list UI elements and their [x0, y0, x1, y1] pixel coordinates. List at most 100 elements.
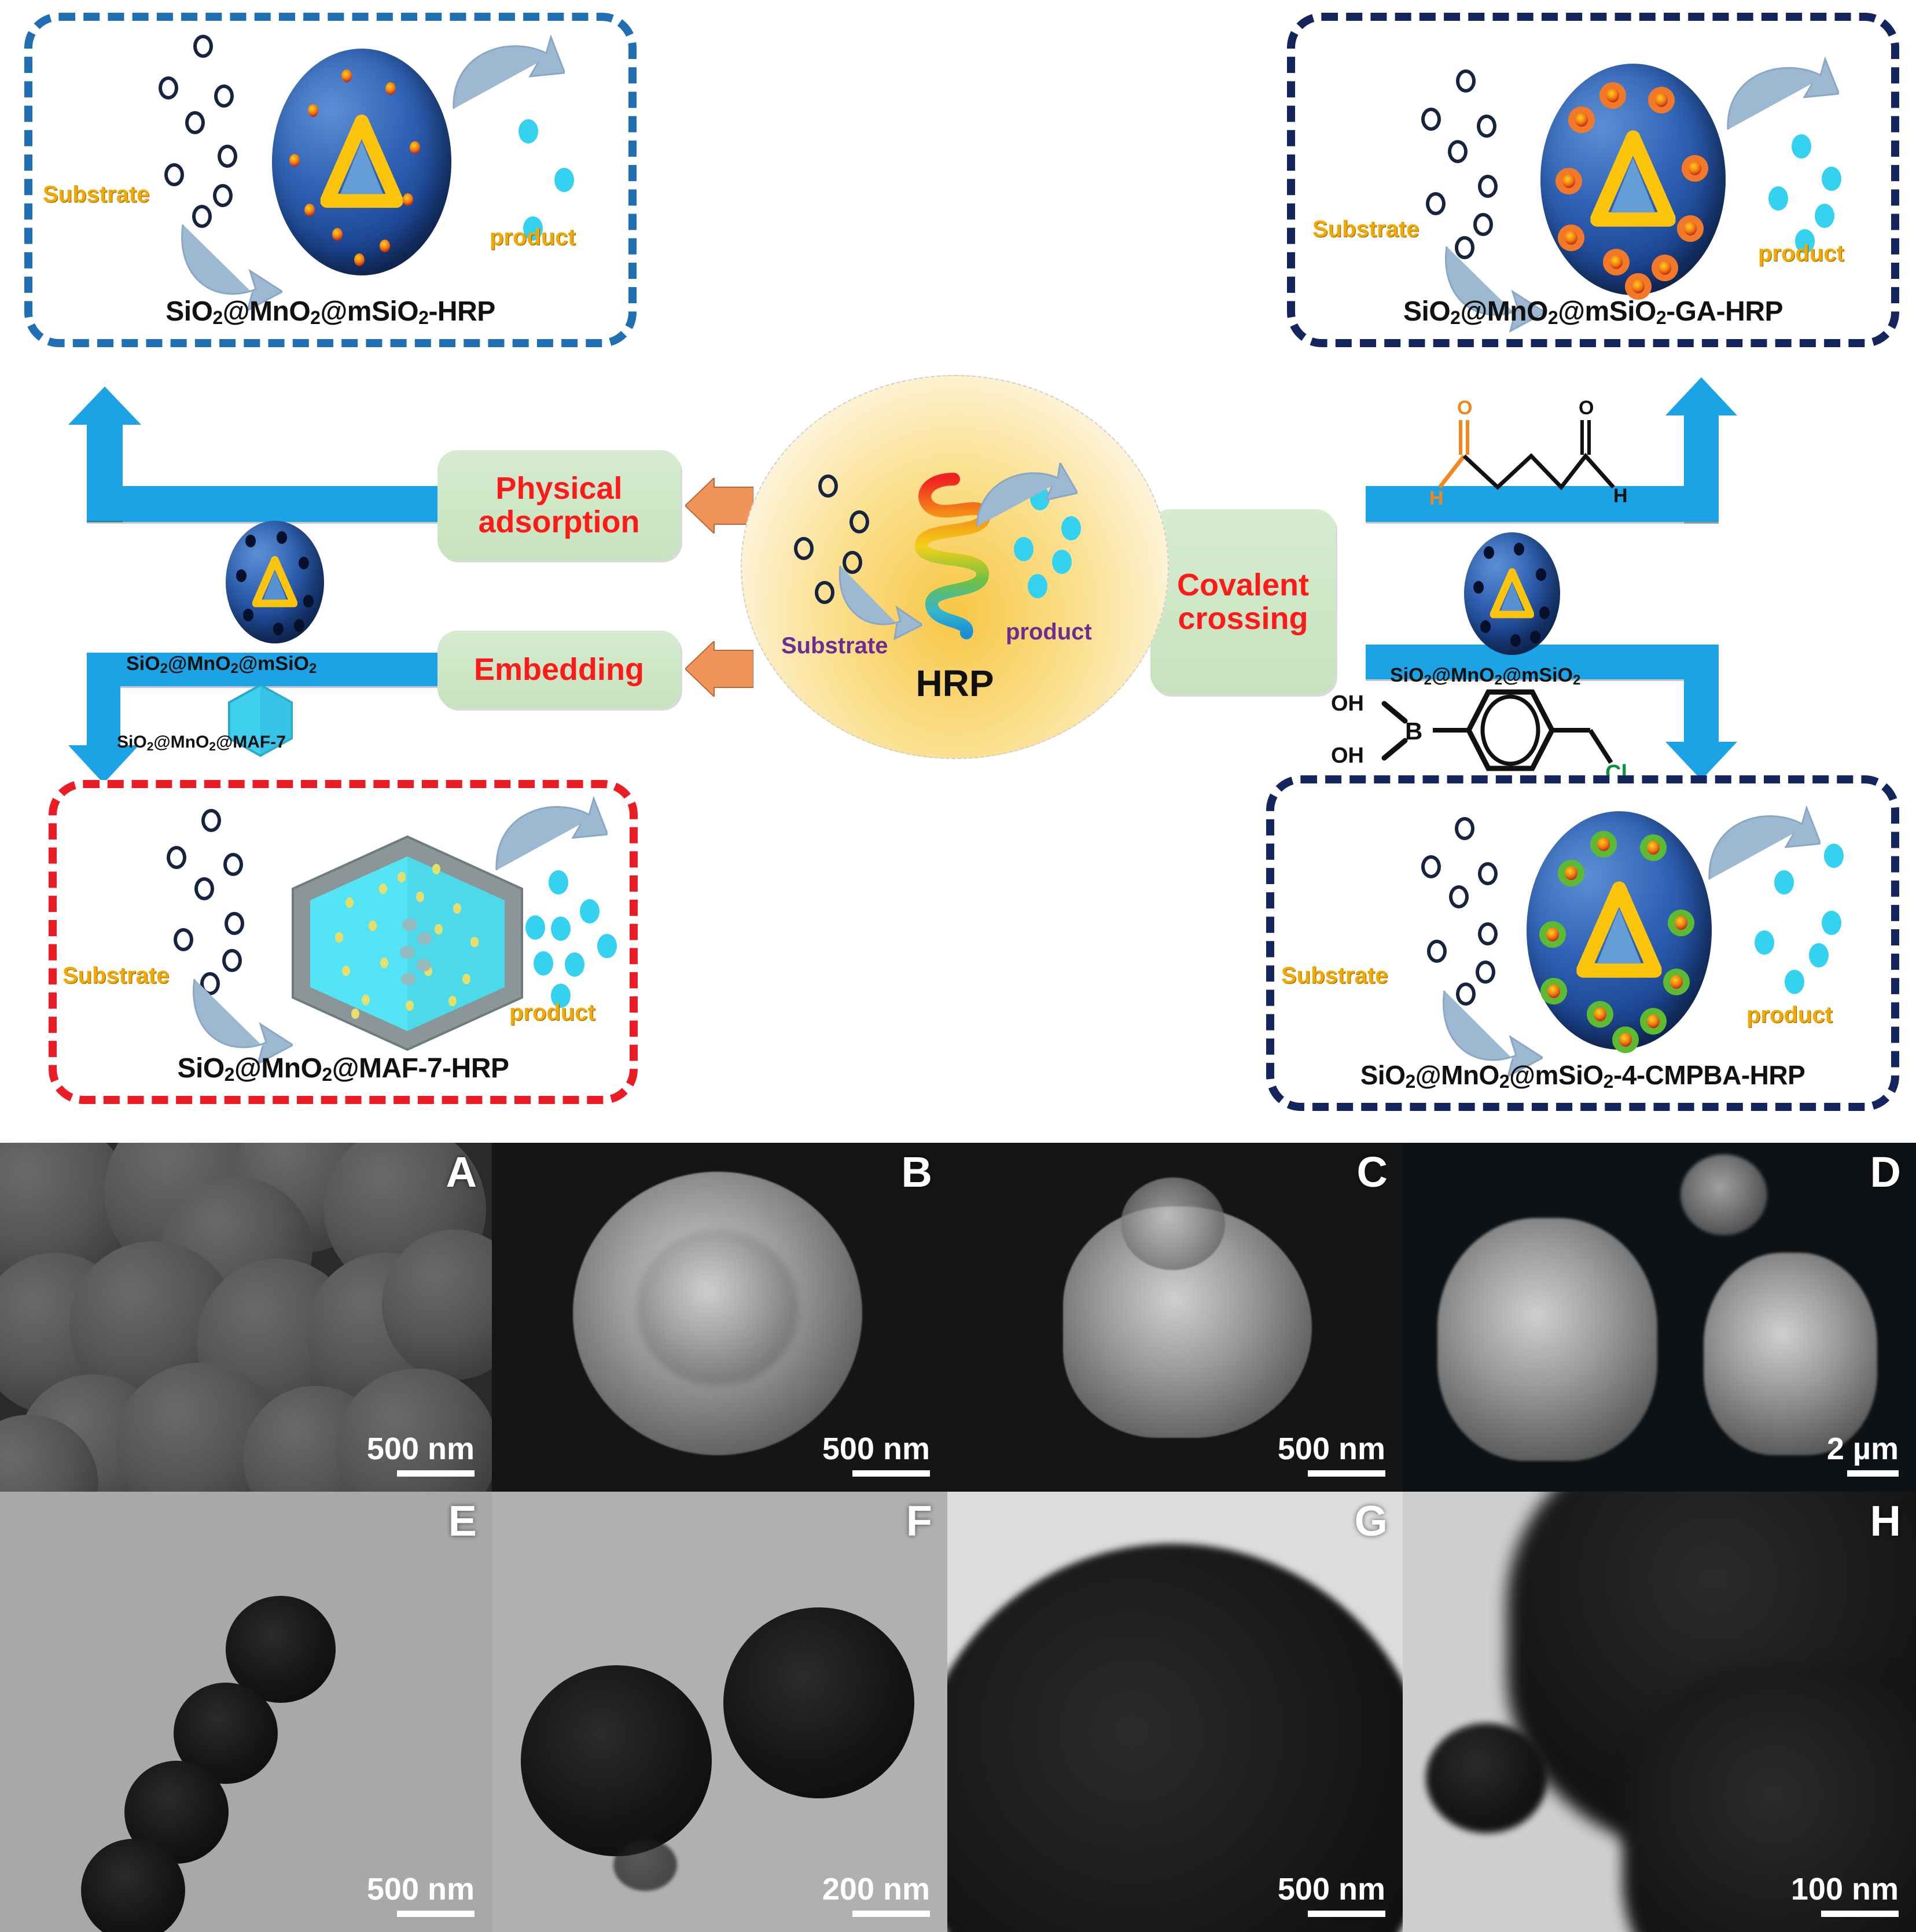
- substrate-ring: [222, 949, 242, 972]
- scale-bar-A: 500 nm: [367, 1431, 475, 1477]
- caption-part: -4-CMPBA-HRP: [1613, 1060, 1805, 1090]
- substrate-ring: [201, 809, 221, 832]
- ga-linked-enzyme: [1599, 82, 1626, 109]
- scale-bar-line: [1847, 1470, 1899, 1477]
- nanoparticle-aggregate: [1121, 1177, 1225, 1270]
- scale-bar-line: [852, 1470, 930, 1477]
- panel-substrate-inflow-arrow: [1443, 991, 1543, 1078]
- atom-label-H: H: [1613, 485, 1628, 507]
- micrograph-label: C: [1356, 1148, 1388, 1196]
- product-dot: [1028, 574, 1047, 598]
- micrograph-panel-A[interactable]: A 500 nm: [0, 1143, 492, 1492]
- blue-arrowhead-embedding-down: [68, 745, 139, 783]
- mesopore: [1510, 634, 1521, 647]
- micrograph-panel-D[interactable]: D 2 µm: [1403, 1143, 1916, 1492]
- hrp-product-label: product: [1006, 619, 1092, 645]
- micrograph-panel-C[interactable]: C 500 nm: [947, 1143, 1403, 1492]
- panel-substrate-inflow-arrow: [193, 979, 293, 1065]
- blue-arrow-physical-vertical: [87, 417, 123, 521]
- cmpba-linked-enzyme: [1612, 1026, 1639, 1053]
- product-dot: [523, 216, 543, 241]
- panel-substrate-rings: [1399, 69, 1527, 259]
- process-physical-adsorption[interactable]: Physical adsorption: [437, 450, 681, 560]
- caption-part: @mSiO: [1558, 296, 1656, 327]
- micrograph-panel-E[interactable]: E 500 nm: [0, 1492, 492, 1932]
- product-dot: [1822, 167, 1841, 191]
- immobilized-enzyme: [308, 104, 318, 117]
- micrograph-label: F: [906, 1497, 932, 1545]
- panel-substrate-label: Substrate: [43, 182, 150, 207]
- ga-linked-enzyme: [1625, 273, 1652, 300]
- caption-sub: 2: [1450, 307, 1461, 328]
- product-dot: [525, 915, 545, 940]
- process-embedding[interactable]: Embedding: [437, 631, 681, 708]
- immobilized-enzyme: [410, 141, 420, 154]
- panel-maf7-embedding-product: Substrate: [49, 780, 638, 1104]
- hrp-ribbon-icon: [915, 473, 990, 639]
- panel-product-outflow-arrow: [495, 796, 608, 871]
- caption-part: @MnO: [153, 733, 209, 752]
- caption-part: @MAF-7: [215, 733, 286, 752]
- immobilized-enzyme: [332, 228, 343, 241]
- ga-linked-enzyme: [1555, 168, 1582, 194]
- substrate-ring: [194, 877, 214, 900]
- micrograph-panel-G[interactable]: G 500 nm: [947, 1492, 1403, 1932]
- micrograph-panel-F[interactable]: F 200 nm: [492, 1492, 947, 1932]
- product-dot: [1795, 229, 1815, 253]
- mesopore: [1480, 620, 1491, 633]
- blue-arrow-embedding-vertical: [87, 653, 120, 745]
- tem-particle: [947, 1544, 1403, 1932]
- mesopore: [303, 595, 314, 608]
- cmpba-linked-enzyme: [1539, 921, 1566, 948]
- caption-part: -HRP: [428, 296, 495, 327]
- product-dot: [1815, 204, 1834, 228]
- micrograph-label: B: [901, 1148, 932, 1196]
- blue-arrow-physical-horizontal: [87, 486, 446, 522]
- caption-sub: 2: [160, 661, 168, 676]
- panel-product-outflow-arrow: [1708, 805, 1821, 880]
- substrate-ring: [1448, 140, 1468, 163]
- substrate-ring: [213, 184, 233, 207]
- mesopore: [1473, 581, 1484, 594]
- micrograph-panel-H[interactable]: H 100 nm: [1403, 1492, 1916, 1932]
- scale-bar-text: 100 nm: [1790, 1872, 1899, 1907]
- orange-arrow-to-physical: [685, 478, 753, 533]
- caption-part: SiO: [126, 653, 160, 675]
- product-dot: [1755, 930, 1774, 955]
- blue-arrowhead-cmpba-down: [1665, 742, 1737, 780]
- product-dot: [1824, 844, 1844, 868]
- panel-product-outflow-arrow: [1727, 57, 1839, 130]
- atom-label-OH: OH: [1331, 691, 1364, 716]
- particle-core-icon: [320, 115, 403, 208]
- panel-substrate-rings: [149, 809, 277, 995]
- intermediate-particle-msio2-left: [226, 521, 324, 643]
- tem-particle: [226, 1596, 336, 1703]
- substrate-ring: [1456, 982, 1476, 1006]
- caption-sub: 2: [308, 661, 317, 676]
- process-label-line2: crossing: [1178, 601, 1308, 636]
- substrate-ring: [1421, 108, 1441, 131]
- cmpba-linked-enzyme: [1540, 978, 1567, 1004]
- substrate-ring: [1473, 213, 1493, 236]
- cmpba-linked-enzyme: [1590, 831, 1617, 858]
- product-dot: [534, 951, 553, 976]
- mno2-flower-core: [637, 1230, 799, 1386]
- panel-substrate-inflow-arrow: [1445, 246, 1545, 333]
- panel-substrate-label: Substrate: [62, 963, 170, 988]
- caption-sub: 2: [1405, 1071, 1415, 1092]
- mesopore: [236, 569, 247, 582]
- scale-bar-F: 200 nm: [822, 1871, 930, 1917]
- substrate-ring: [159, 76, 178, 100]
- panel-substrate-rings: [137, 35, 270, 228]
- blue-arrowhead-ga-up: [1665, 377, 1737, 415]
- orange-arrow-to-embedding: [685, 641, 753, 697]
- particle-core-icon: [1576, 881, 1662, 978]
- caption-sub: 2: [418, 307, 429, 328]
- micrograph-panel-B[interactable]: B 500 nm: [492, 1143, 947, 1492]
- process-covalent-crossing[interactable]: Covalent crossing: [1150, 509, 1336, 694]
- substrate-ring: [1478, 862, 1498, 885]
- blue-arrow-cmpba-horizontal: [1366, 645, 1719, 679]
- cmpba-linked-enzyme: [1558, 860, 1584, 886]
- immobilized-enzyme: [304, 204, 315, 216]
- substrate-ring: [218, 145, 237, 168]
